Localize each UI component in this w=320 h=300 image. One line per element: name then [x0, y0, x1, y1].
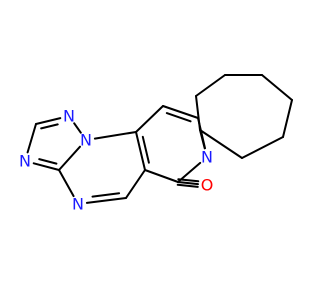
bond-17-18 — [261, 74, 293, 101]
bond-14-15 — [195, 95, 201, 131]
bond-5-6 — [177, 181, 199, 186]
bond-20-14 — [199, 129, 243, 159]
bond-10-11 — [73, 122, 82, 134]
bond-11-12 — [35, 117, 62, 125]
atom-label-n-11: N — [63, 107, 75, 126]
bond-19-20 — [241, 136, 284, 159]
bond-13-9-inner — [38, 158, 58, 165]
bond-3-4-inner — [141, 135, 150, 164]
bond-8-9 — [58, 169, 75, 198]
bond-3-4 — [135, 131, 146, 171]
bond-18-19 — [282, 99, 293, 138]
atom-label-n-10: N — [80, 131, 92, 150]
atom-label-n-0: N — [201, 148, 213, 167]
bond-1-2-inner — [165, 112, 192, 123]
bond-4-7 — [125, 169, 146, 199]
bond-5-6-second — [176, 183, 199, 188]
bond-7-8 — [85, 197, 127, 204]
atom-label-o-6: O — [201, 176, 214, 195]
bond-10-3 — [93, 131, 137, 140]
atom-label-n-8: N — [72, 195, 84, 214]
bond-13-9 — [32, 162, 60, 171]
atom-label-n-13: N — [19, 152, 31, 171]
bond-9-10 — [58, 145, 81, 171]
bond-7-8-inner — [91, 192, 121, 198]
bond-2-3 — [135, 105, 164, 133]
bond-0-14 — [199, 129, 206, 150]
bond-5-6-first — [177, 178, 200, 183]
bond-4-5 — [144, 169, 179, 183]
bond-12-13 — [26, 123, 37, 154]
bond-1-2 — [162, 105, 199, 119]
bond-15-16 — [195, 74, 226, 97]
bond-11-12-inner — [40, 123, 59, 130]
